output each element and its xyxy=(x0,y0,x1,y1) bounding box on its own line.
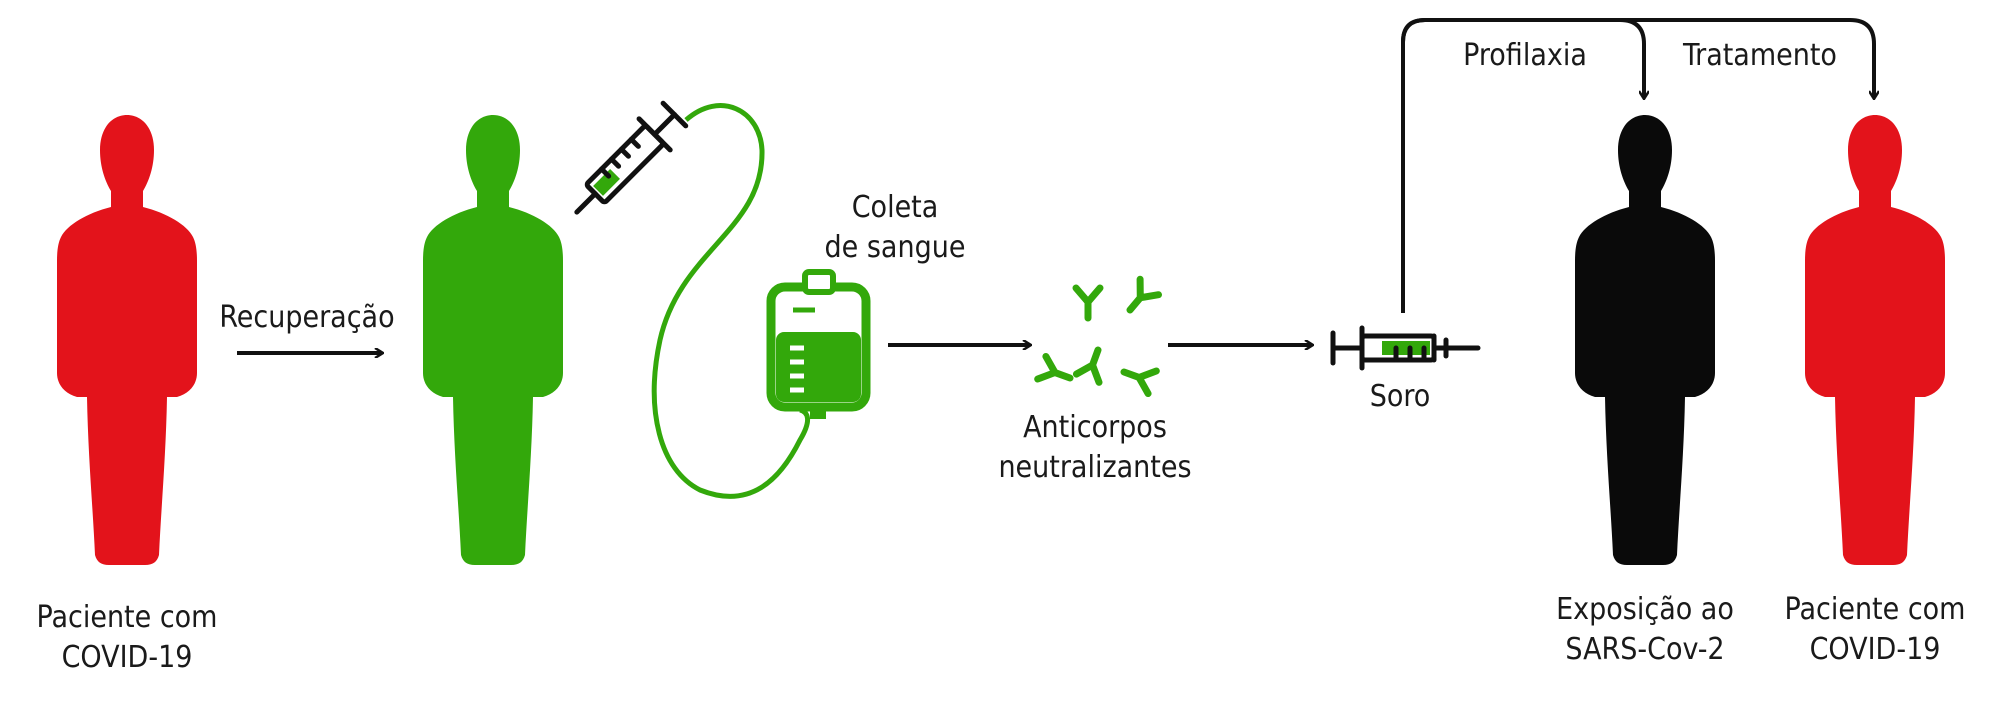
serum-syringe-icon xyxy=(1330,325,1481,371)
exposed-person-icon xyxy=(1575,115,1715,565)
treatment-label: Tratamento xyxy=(1683,38,1837,73)
sick-person-icon xyxy=(1805,115,1945,565)
sick-person-icon xyxy=(57,115,197,565)
recovered-person-icon xyxy=(423,115,563,565)
recovery-label: Recuperação xyxy=(219,300,395,335)
syringe-icon xyxy=(574,100,689,215)
patient-right-label: Paciente com COVID-19 xyxy=(1784,592,1966,667)
blood-collection-label: Coleta de sangue xyxy=(824,190,966,265)
exposure-label: Exposição ao SARS-Cov-2 xyxy=(1556,592,1734,667)
antibodies-label: Anticorpos neutralizantes xyxy=(998,410,1192,485)
antibody-icon xyxy=(1034,275,1162,398)
serum-label: Soro xyxy=(1369,379,1431,414)
blood-tube xyxy=(651,103,810,499)
prophylaxis-arrow xyxy=(1401,18,1644,313)
patient-left-label: Paciente com COVID-19 xyxy=(36,600,218,675)
blood-bag-icon xyxy=(766,269,871,419)
prophylaxis-label: Profilaxia xyxy=(1463,38,1587,73)
